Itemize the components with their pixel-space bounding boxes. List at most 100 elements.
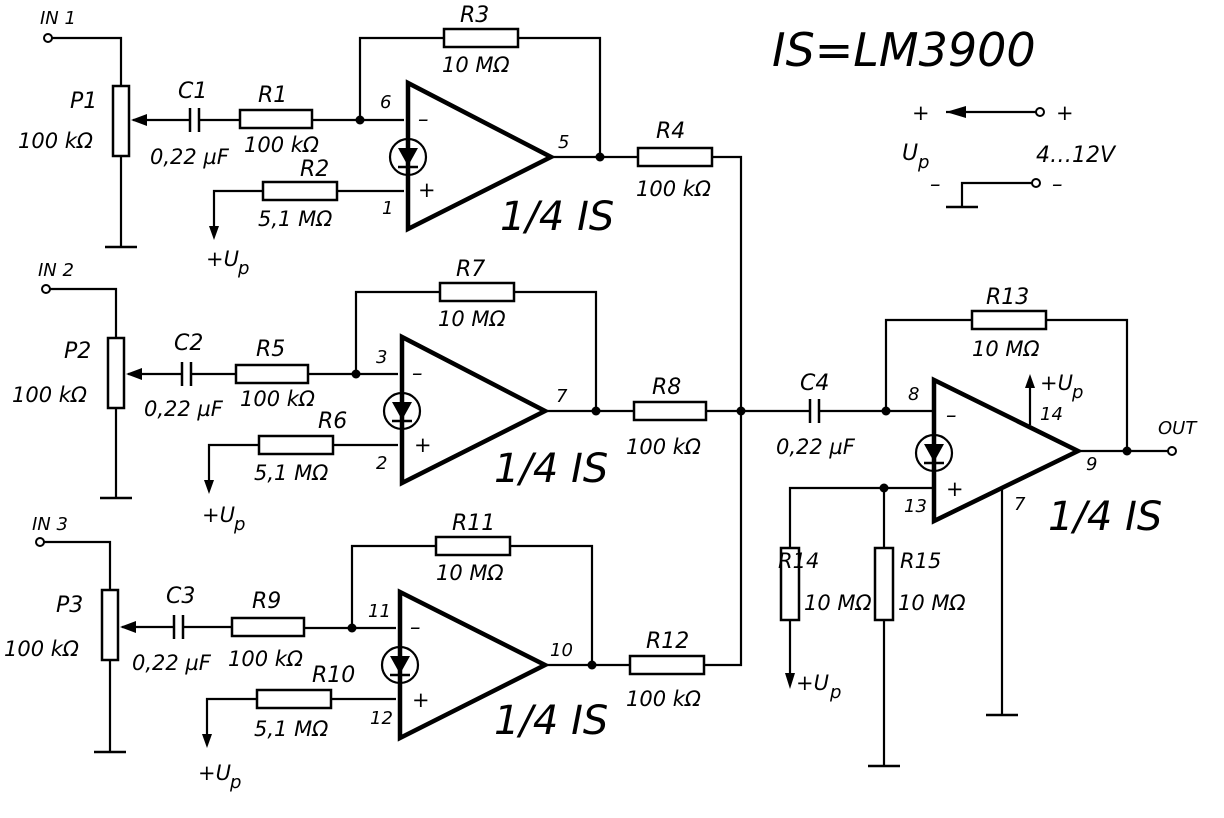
r15-name: R15	[900, 549, 941, 573]
pin-2: 2	[376, 453, 387, 474]
c2-value: 0,22 µF	[144, 397, 224, 421]
pin-10: 10	[550, 640, 573, 661]
r13-name: R13	[986, 285, 1029, 310]
r5-value: 100 kΩ	[240, 387, 315, 411]
input-3-label: IN 3	[32, 514, 68, 535]
r11-name: R11	[452, 511, 495, 536]
up-sub-4: p	[1071, 382, 1083, 403]
pin-6: 6	[380, 92, 391, 113]
r6-value: 5,1 MΩ	[254, 461, 328, 485]
r13-value: 10 MΩ	[972, 337, 1040, 361]
r10-value: 5,1 MΩ	[254, 717, 328, 741]
input-stage-2: IN 2 P2 100 kΩ C2 0,22 µF R5 100 kΩ R7 1…	[12, 257, 810, 535]
resistor-r11	[434, 535, 512, 557]
input-stage-1: IN 1 P1 100 kΩ C1 0,22 µF R1 100 kΩ R3 1…	[18, 3, 743, 412]
output-label: OUT	[1158, 418, 1198, 439]
pin-11: 11	[368, 601, 391, 622]
r6-name: R6	[318, 409, 347, 434]
resistor-r1	[238, 108, 314, 130]
pin-12: 12	[370, 708, 393, 729]
potentiometer-p2	[106, 336, 126, 410]
resistor-r2	[261, 180, 339, 202]
r7-name: R7	[456, 257, 485, 282]
r8-value: 100 kΩ	[626, 435, 701, 459]
resistor-r13	[970, 309, 1048, 331]
resistor-r4	[636, 146, 714, 168]
supply-plus-left: +	[912, 101, 930, 125]
r2-name: R2	[300, 157, 329, 182]
up-label-5: +U	[796, 671, 829, 695]
supply-name: U	[902, 141, 918, 166]
r8-name: R8	[652, 375, 681, 400]
resistor-r9	[230, 616, 306, 638]
opamp-3-plus: +	[412, 688, 430, 712]
pin-14: 14	[1040, 404, 1063, 425]
resistor-r10	[255, 688, 333, 710]
p1-name: P1	[70, 89, 97, 114]
amp-2-label: 1/4 IS	[494, 446, 608, 492]
potentiometer-p1	[111, 84, 131, 158]
p2-name: P2	[64, 339, 91, 364]
r2-value: 5,1 MΩ	[258, 207, 332, 231]
opamp-2-plus: +	[414, 433, 432, 457]
opamp-4-minus: –	[946, 403, 957, 427]
r9-value: 100 kΩ	[228, 647, 303, 671]
up-sub-1: p	[237, 258, 249, 279]
r5-name: R5	[256, 337, 285, 362]
pin-13: 13	[904, 496, 927, 517]
resistor-r3	[442, 27, 520, 49]
pin-1: 1	[382, 198, 393, 219]
supply-range: 4…12V	[1036, 143, 1117, 168]
r12-name: R12	[646, 629, 689, 654]
potentiometer-p3	[100, 588, 120, 662]
up-label-2: +U	[202, 503, 235, 527]
up-sub-5: p	[829, 682, 841, 703]
opamp-4-plus: +	[946, 477, 964, 501]
pin-7: 7	[556, 386, 568, 407]
r14-value: 10 MΩ	[804, 591, 872, 615]
input-1-label: IN 1	[40, 8, 76, 29]
resistor-r15	[873, 546, 895, 622]
pin-5: 5	[558, 132, 569, 153]
pin-3: 3	[376, 347, 387, 368]
c3-name: C3	[166, 584, 195, 609]
resistor-r12	[628, 654, 706, 676]
opamp-1-minus: –	[418, 107, 429, 131]
p1-value: 100 kΩ	[18, 129, 93, 153]
c4-value: 0,22 µF	[776, 435, 856, 459]
opamp-2-minus: –	[412, 361, 423, 385]
input-stage-3: IN 3 P3 100 kΩ C3 0,22 µF R9 100 kΩ R11 …	[4, 411, 743, 793]
supply-legend: + + U p 4…12V – –	[902, 101, 1117, 209]
pin-7-b: 7	[1014, 494, 1026, 515]
input-2-label: IN 2	[38, 260, 74, 281]
title-label: IS=LM3900	[772, 23, 1036, 77]
r3-name: R3	[460, 3, 489, 28]
c1-name: C1	[178, 79, 207, 104]
r3-value: 10 MΩ	[442, 53, 510, 77]
r9-name: R9	[252, 589, 281, 614]
r4-value: 100 kΩ	[636, 177, 711, 201]
supply-minus-right: –	[1052, 172, 1063, 196]
up-sub-3: p	[229, 772, 241, 793]
up-label-1: +U	[206, 247, 239, 271]
amp-1-label: 1/4 IS	[500, 194, 614, 240]
r10-name: R10	[312, 663, 355, 688]
r12-value: 100 kΩ	[626, 687, 701, 711]
up-label-4: +U	[1040, 371, 1073, 395]
output-stage: C4 0,22 µF R13 10 MΩ – + 8 13 9 14 7 1/4…	[776, 285, 1198, 768]
c2-name: C2	[174, 331, 203, 356]
pin-9: 9	[1086, 454, 1097, 475]
r7-value: 10 MΩ	[438, 307, 506, 331]
supply-sub: p	[917, 152, 929, 173]
up-sub-2: p	[233, 514, 245, 535]
p3-value: 100 kΩ	[4, 637, 79, 661]
opamp-3-minus: –	[410, 615, 421, 639]
up-label-3: +U	[198, 761, 231, 785]
c1-value: 0,22 µF	[150, 145, 230, 169]
r1-name: R1	[258, 83, 287, 108]
resistor-r7	[438, 281, 516, 303]
p3-name: P3	[56, 593, 83, 618]
resistor-r5	[234, 363, 310, 385]
opamp-1-plus: +	[418, 178, 436, 202]
